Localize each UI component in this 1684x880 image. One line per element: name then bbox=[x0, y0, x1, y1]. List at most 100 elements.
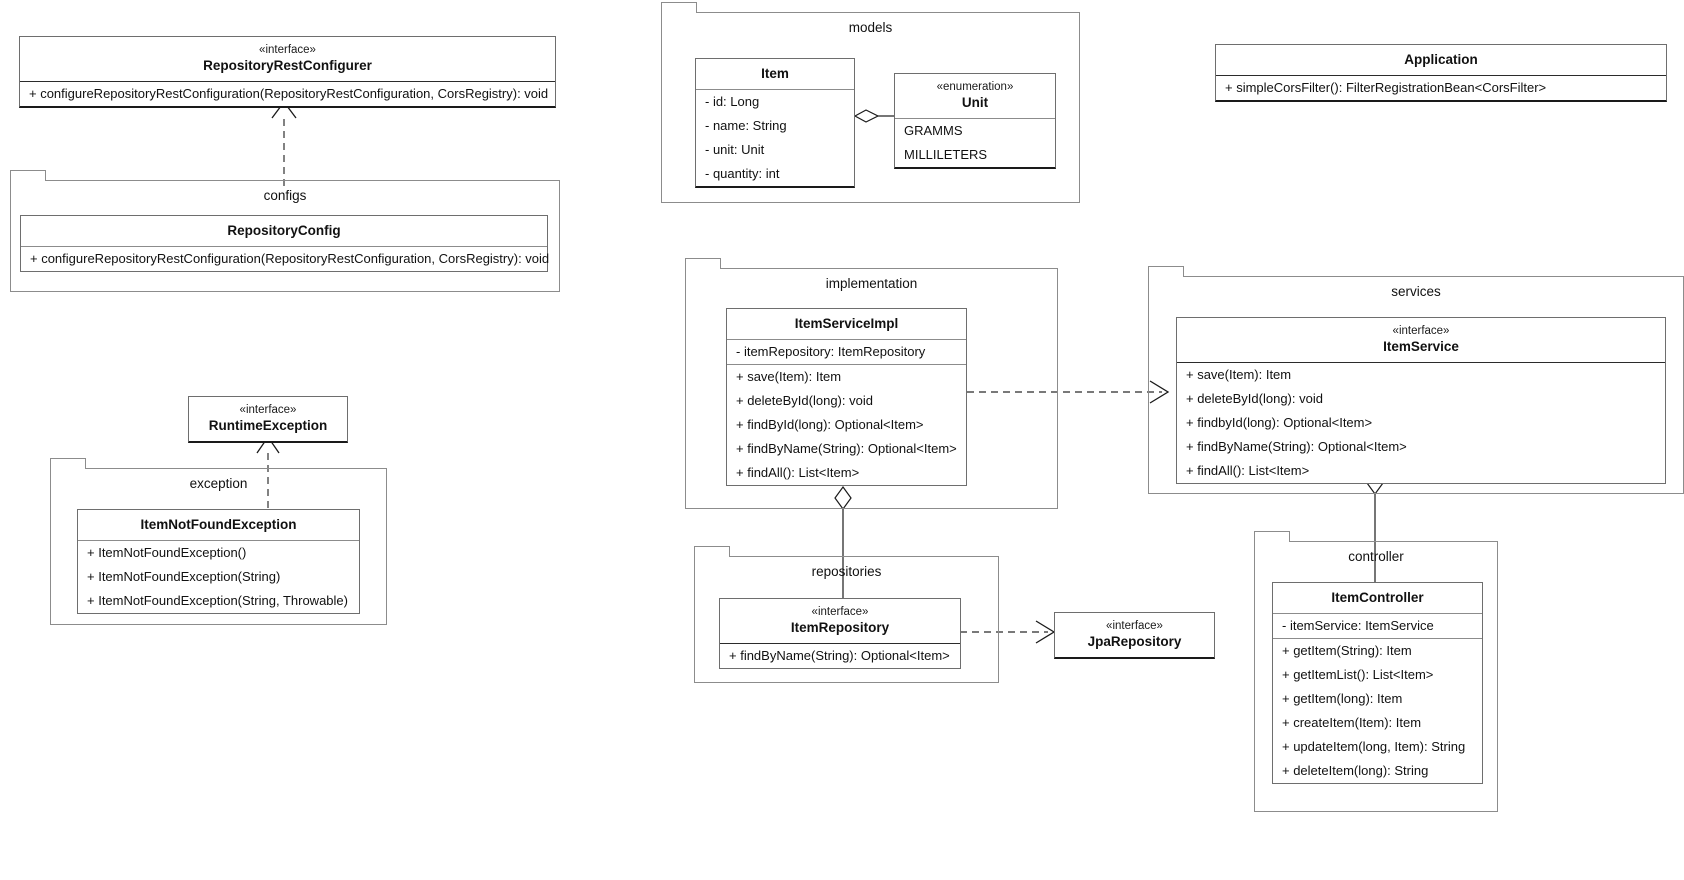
class-name: Unit bbox=[961, 95, 989, 110]
package-label: implementation bbox=[825, 276, 918, 291]
class-item[interactable]: Item - id: Long - name: String - unit: U… bbox=[695, 58, 855, 188]
stereotype-label: «interface» bbox=[259, 44, 316, 56]
class-name: RuntimeException bbox=[208, 418, 328, 433]
operation-row: + deleteById(long): void bbox=[736, 393, 873, 408]
operation-row: + configureRepositoryRestConfiguration(R… bbox=[30, 251, 550, 266]
operations-compartment: + ItemNotFoundException() + ItemNotFound… bbox=[78, 541, 359, 613]
operation-row: + ItemNotFoundException(String) bbox=[87, 569, 281, 584]
class-repository-config[interactable]: RepositoryConfig + configureRepositoryRe… bbox=[20, 215, 550, 272]
class-item-controller[interactable]: ItemController - itemService: ItemServic… bbox=[1272, 582, 1483, 784]
package-label: configs bbox=[263, 188, 307, 203]
class-application[interactable]: Application + simpleCorsFilter(): Filter… bbox=[1215, 44, 1667, 102]
operation-row: + findByName(String): Optional<Item> bbox=[1186, 439, 1407, 454]
operation-row: + createItem(Item): Item bbox=[1282, 715, 1422, 730]
operation-row: + findbyId(long): Optional<Item> bbox=[1186, 415, 1373, 430]
operations-compartment: + save(Item): Item + deleteById(long): v… bbox=[727, 364, 966, 485]
class-item-service[interactable]: «interface» ItemService + save(Item): It… bbox=[1176, 317, 1666, 484]
class-runtime-exception[interactable]: «interface» RuntimeException bbox=[188, 396, 348, 443]
package-exception[interactable]: exception ItemNotFoundException + ItemNo… bbox=[50, 458, 387, 625]
attribute-row: - itemService: ItemService bbox=[1282, 618, 1434, 633]
attribute-row: - quantity: int bbox=[705, 166, 780, 181]
package-tab bbox=[661, 2, 697, 13]
stereotype-label: «interface» bbox=[811, 606, 869, 618]
package-tab bbox=[1148, 266, 1184, 277]
operation-row: + findAll(): List<Item> bbox=[1186, 463, 1310, 478]
class-name: Application bbox=[1404, 52, 1478, 67]
enum-literal-row: GRAMMS bbox=[904, 123, 963, 138]
class-name: RepositoryConfig bbox=[227, 223, 341, 238]
class-header: ItemServiceImpl bbox=[727, 309, 966, 340]
class-repository-rest-configurer[interactable]: «interface» RepositoryRestConfigurer + c… bbox=[19, 36, 556, 108]
operation-row: + ItemNotFoundException(String, Throwabl… bbox=[87, 593, 348, 608]
class-name: RepositoryRestConfigurer bbox=[203, 58, 372, 73]
package-models[interactable]: models Item - id: Long - name: String - … bbox=[661, 2, 1080, 203]
class-header: «enumeration» Unit bbox=[895, 74, 1055, 119]
class-header: RepositoryConfig bbox=[21, 216, 547, 247]
operation-row: + updateItem(long, Item): String bbox=[1282, 739, 1466, 754]
operation-row: + findById(long): Optional<Item> bbox=[736, 417, 924, 432]
operations-compartment: + findByName(String): Optional<Item> bbox=[720, 644, 960, 668]
operation-row: + ItemNotFoundException() bbox=[87, 545, 247, 560]
package-tab bbox=[694, 546, 730, 557]
class-jpa-repository[interactable]: «interface» JpaRepository bbox=[1054, 612, 1215, 659]
package-services[interactable]: services «interface» ItemService + save(… bbox=[1148, 266, 1684, 494]
class-item-service-impl[interactable]: ItemServiceImpl - itemRepository: ItemRe… bbox=[726, 308, 967, 486]
class-name: ItemRepository bbox=[790, 620, 890, 635]
package-controller[interactable]: controller ItemController - itemService:… bbox=[1254, 531, 1498, 812]
package-label: exception bbox=[189, 476, 248, 491]
attribute-row: - itemRepository: ItemRepository bbox=[736, 344, 926, 359]
attribute-row: - name: String bbox=[705, 118, 787, 133]
realization-repositoryconfig-to-repositoryrestconfigurer bbox=[271, 100, 297, 186]
package-tab bbox=[1254, 531, 1290, 542]
package-label: models bbox=[848, 20, 893, 35]
package-configs[interactable]: configs RepositoryConfig + configureRepo… bbox=[10, 170, 560, 292]
class-header: ItemNotFoundException bbox=[78, 510, 359, 541]
operation-row: + getItem(long): Item bbox=[1282, 691, 1403, 706]
operation-row: + getItemList(): List<Item> bbox=[1282, 667, 1434, 682]
class-name: Item bbox=[761, 66, 789, 81]
operation-row: + findAll(): List<Item> bbox=[736, 465, 860, 480]
package-tab bbox=[10, 170, 46, 181]
attributes-compartment: - itemService: ItemService bbox=[1273, 614, 1482, 638]
stereotype-label: «enumeration» bbox=[936, 81, 1014, 93]
operations-compartment: + save(Item): Item + deleteById(long): v… bbox=[1177, 363, 1665, 483]
operation-row: + configureRepositoryRestConfiguration(R… bbox=[29, 86, 549, 101]
attribute-row: - unit: Unit bbox=[705, 142, 765, 157]
class-item-not-found-exception[interactable]: ItemNotFoundException + ItemNotFoundExce… bbox=[77, 509, 360, 614]
class-header: Application bbox=[1216, 45, 1666, 76]
class-header: «interface» RepositoryRestConfigurer bbox=[20, 37, 555, 82]
operation-row: + deleteById(long): void bbox=[1186, 391, 1323, 406]
stereotype-label: «interface» bbox=[1392, 325, 1450, 337]
class-header: «interface» JpaRepository bbox=[1055, 613, 1214, 657]
literals-compartment: GRAMMS MILLILETERS bbox=[895, 119, 1055, 167]
class-header: «interface» RuntimeException bbox=[189, 397, 347, 441]
operation-row: + deleteItem(long): String bbox=[1282, 763, 1429, 778]
package-repositories[interactable]: repositories «interface» ItemRepository … bbox=[694, 546, 999, 683]
stereotype-label: «interface» bbox=[1106, 620, 1163, 632]
package-label: services bbox=[1391, 284, 1441, 299]
class-header: «interface» ItemService bbox=[1177, 318, 1665, 363]
class-item-repository[interactable]: «interface» ItemRepository + findByName(… bbox=[719, 598, 961, 669]
stereotype-label: «interface» bbox=[239, 404, 297, 416]
class-name: JpaRepository bbox=[1087, 634, 1182, 649]
package-tab bbox=[50, 458, 86, 469]
enumeration-unit[interactable]: «enumeration» Unit GRAMMS MILLILETERS bbox=[894, 73, 1056, 169]
operations-compartment: + getItem(String): Item + getItemList():… bbox=[1273, 638, 1482, 783]
enum-literal-row: MILLILETERS bbox=[904, 147, 988, 162]
package-implementation[interactable]: implementation ItemServiceImpl - itemRep… bbox=[685, 258, 1058, 509]
class-name: ItemServiceImpl bbox=[794, 316, 899, 331]
operations-compartment: + simpleCorsFilter(): FilterRegistration… bbox=[1216, 76, 1666, 100]
operations-compartment: + configureRepositoryRestConfiguration(R… bbox=[21, 247, 550, 271]
class-header: ItemController bbox=[1273, 583, 1482, 614]
operation-row: + findByName(String): Optional<Item> bbox=[736, 441, 957, 456]
class-name: ItemService bbox=[1383, 339, 1459, 354]
attributes-compartment: - itemRepository: ItemRepository bbox=[727, 340, 966, 364]
package-label: controller bbox=[1348, 549, 1404, 564]
operation-row: + save(Item): Item bbox=[1186, 367, 1292, 382]
attribute-row: - id: Long bbox=[705, 94, 760, 109]
operation-row: + save(Item): Item bbox=[736, 369, 842, 384]
operation-row: + findByName(String): Optional<Item> bbox=[729, 648, 950, 663]
class-header: «interface» ItemRepository bbox=[720, 599, 960, 644]
operation-row: + simpleCorsFilter(): FilterRegistration… bbox=[1225, 80, 1547, 95]
